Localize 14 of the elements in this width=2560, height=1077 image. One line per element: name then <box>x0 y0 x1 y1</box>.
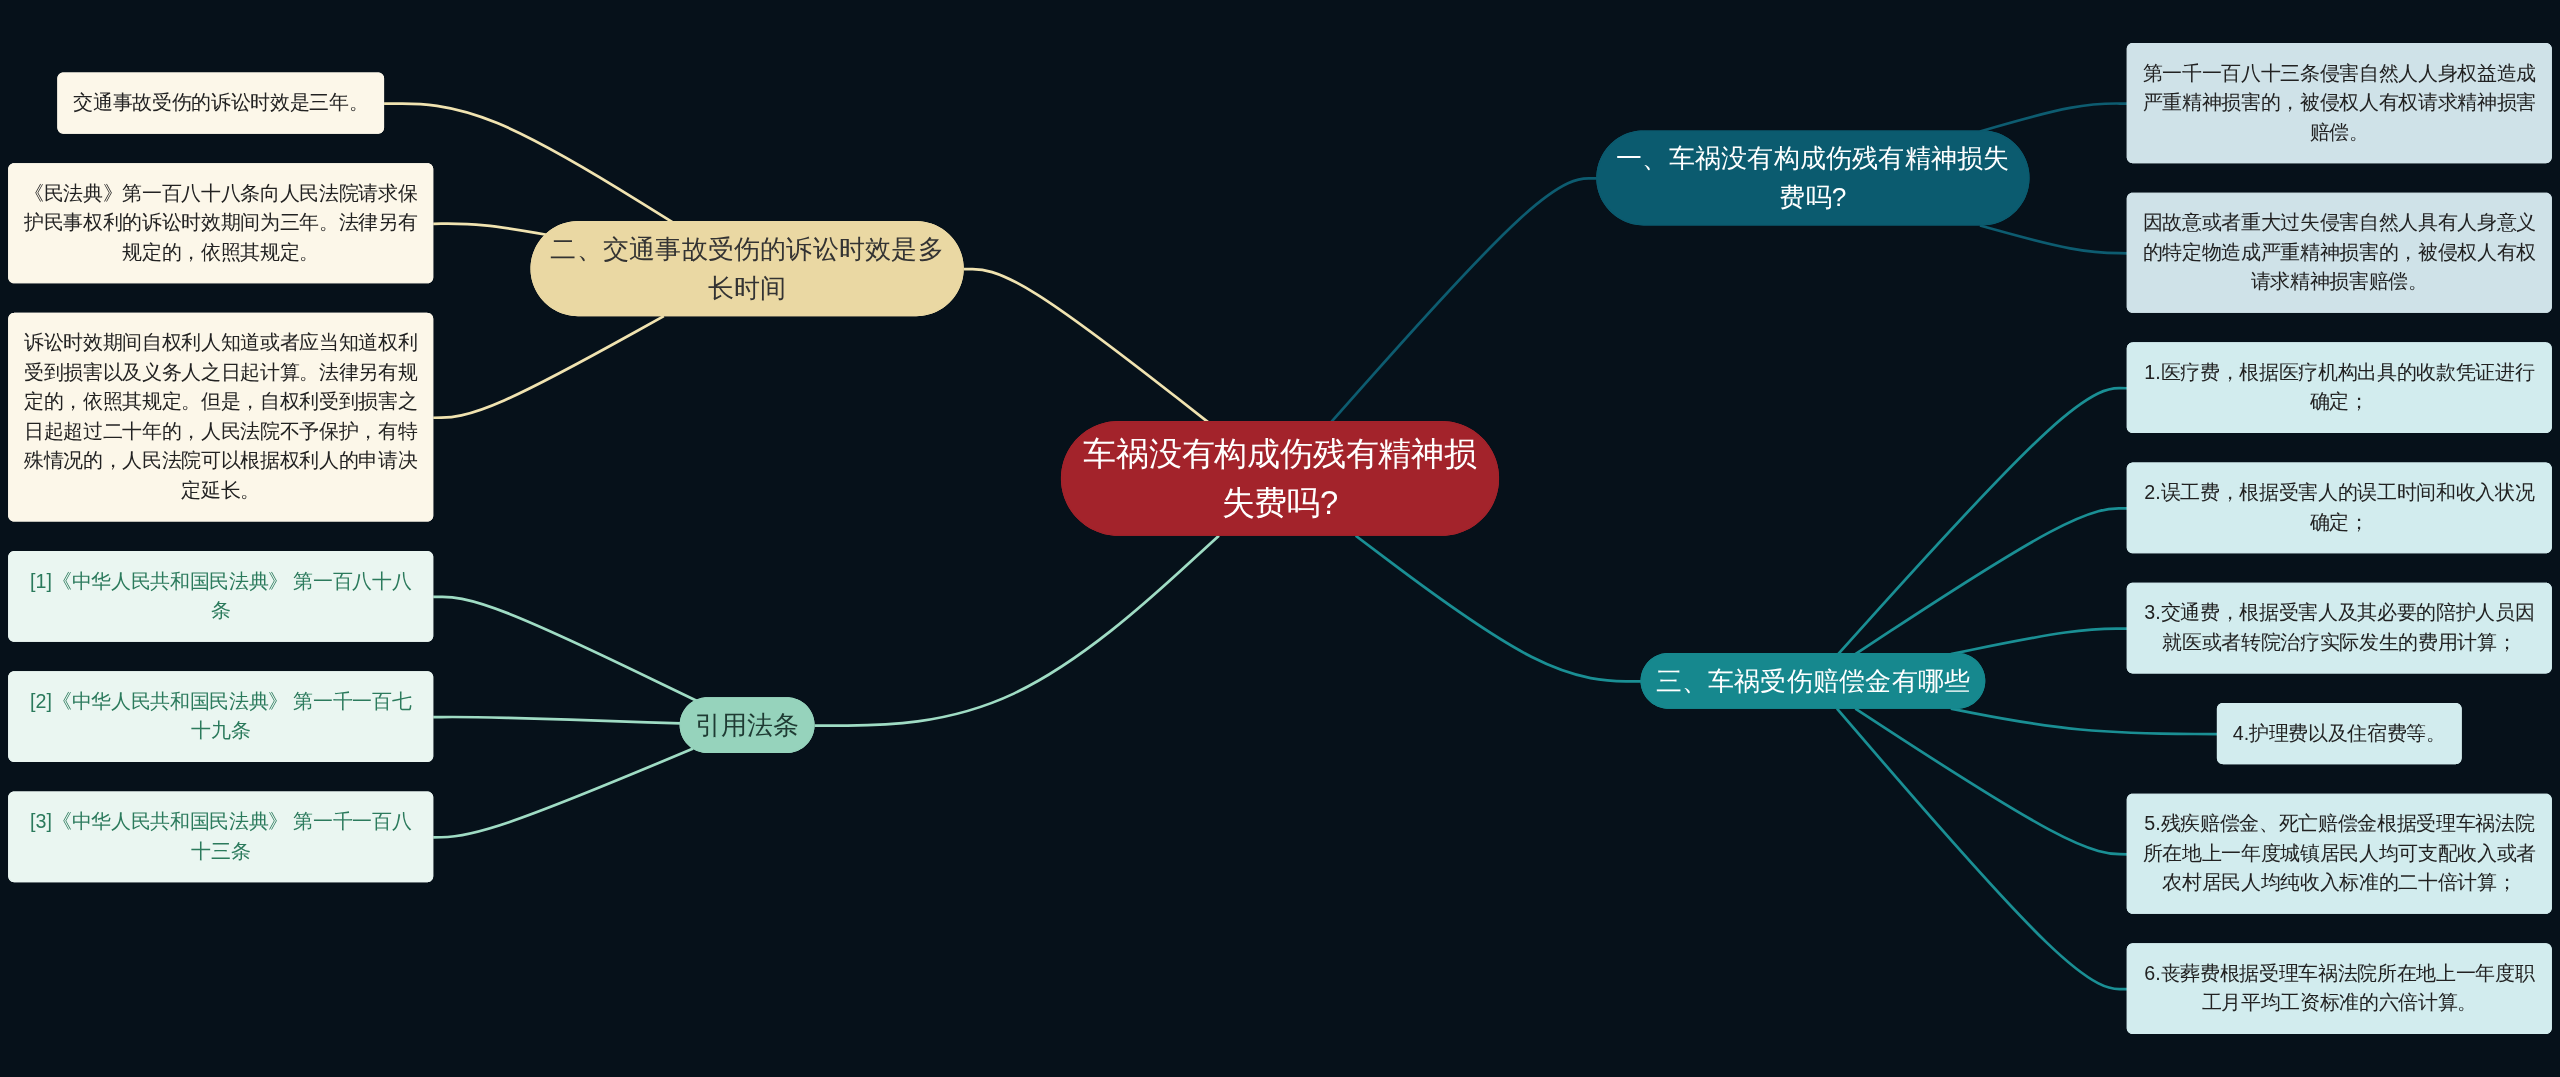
connector <box>1979 224 2128 255</box>
connector <box>433 747 694 839</box>
connector <box>1979 102 2128 133</box>
connector <box>433 222 547 237</box>
connector <box>1950 707 2218 736</box>
connector <box>433 314 665 420</box>
connector <box>1854 507 2128 656</box>
connector <box>814 534 1220 727</box>
connector <box>1837 386 2128 655</box>
connector <box>433 715 681 725</box>
connector <box>433 595 698 703</box>
connector <box>1854 707 2128 856</box>
connector <box>1354 534 1642 683</box>
connector <box>1835 707 2128 991</box>
